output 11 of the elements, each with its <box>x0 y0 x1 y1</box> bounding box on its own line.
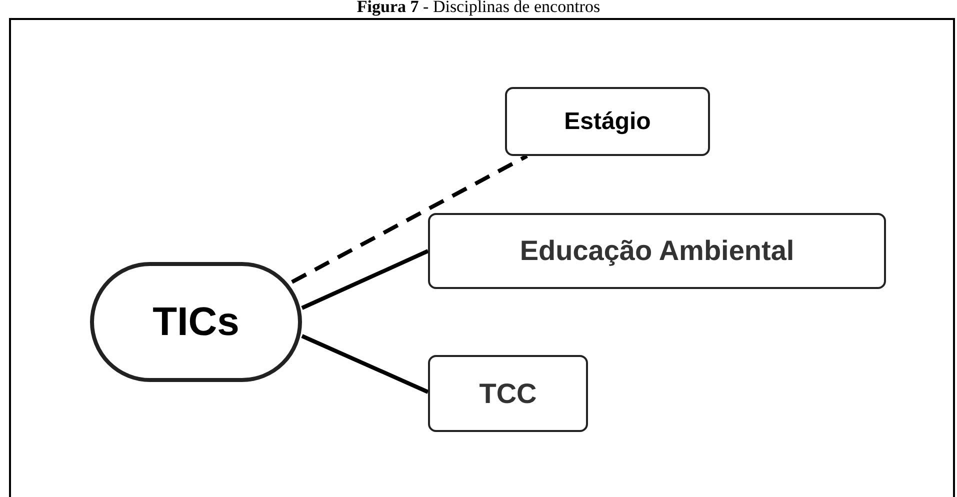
figure-title: Figura 7 - Disciplinas de encontros <box>356 0 602 15</box>
node-label: Educação Ambiental <box>520 235 794 267</box>
subject-box <box>428 213 886 289</box>
node-label: TICs <box>152 300 240 344</box>
connector-line <box>301 249 429 310</box>
subject-box <box>428 355 588 432</box>
node-label: TCC <box>479 378 537 410</box>
connector-line <box>301 334 429 394</box>
subject-box <box>505 87 710 156</box>
node-label: Estágio <box>564 108 651 136</box>
connector-line <box>291 154 528 284</box>
